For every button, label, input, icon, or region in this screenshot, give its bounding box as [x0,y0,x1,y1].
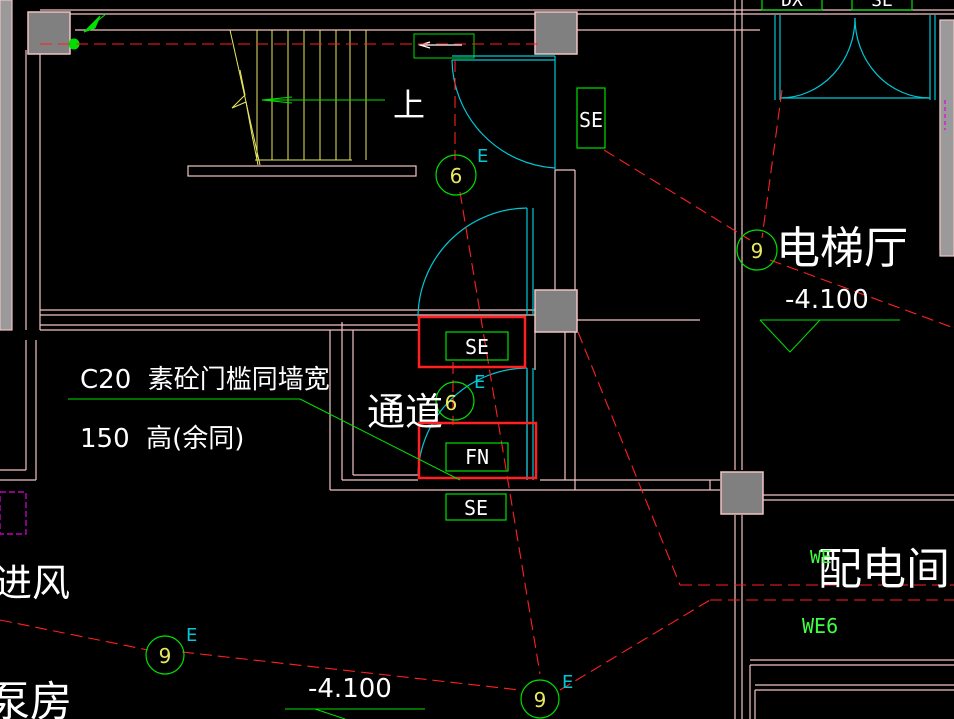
svg-text:-4.100: -4.100 [785,285,869,315]
svg-text:9: 9 [751,239,764,263]
svg-text:9: 9 [159,644,172,668]
stair-up-label: 上 [393,86,425,124]
svg-text:SE: SE [871,0,893,11]
device-fn-highlighted[interactable]: FN [417,421,538,480]
device-se-bottom[interactable]: SE [445,493,507,521]
direction-arrow-icon [417,41,462,49]
svg-text:E: E [562,672,573,693]
circuit-tag-6-lower[interactable]: 6 E [435,372,485,421]
note-leader [68,398,461,481]
svg-text:E: E [477,146,488,167]
svg-text:FN: FN [465,445,489,469]
room-label-passage: 通道 [367,390,443,434]
stair-landing [187,165,417,177]
svg-text:-4.100: -4.100 [308,674,392,704]
circuit-tag-9-pump[interactable]: 9 E [145,625,197,675]
label-we-partial: WE [810,547,832,568]
svg-text:6: 6 [445,391,458,415]
circuit-lines [0,43,954,691]
room-label-fresh-air: 进风 [0,561,70,605]
svg-text:E: E [186,625,197,646]
svg-text:6: 6 [450,164,463,188]
room-label-elevator-hall: 电梯厅 [776,223,908,274]
label-we6: WE6 [802,614,838,638]
note-line-2: 150 高(余同) [80,424,244,454]
magenta-outline [0,491,27,535]
elevation-marker-hall: -4.100 [759,285,900,353]
room-label-pump: 泵房 [0,677,72,719]
svg-text:SE: SE [464,496,488,520]
svg-text:SE: SE [465,335,489,359]
device-se-top-right[interactable]: SE [851,0,913,11]
circuit-tag-9-bottom[interactable]: 9 E [520,672,573,719]
svg-text:9: 9 [534,688,547,712]
circuit-tag-9-hall[interactable]: 9 [736,229,778,271]
circuit-tag-6-upper[interactable]: 6 E [435,146,488,196]
highlight-box-fn [417,421,538,480]
elevation-marker-pump: -4.100 [285,674,425,719]
stair-up-arrow [261,96,385,104]
svg-text:E: E [474,372,485,393]
note-line-1: C20 素砼门槛同墙宽 [80,365,330,395]
device-se-highlighted[interactable]: SE [417,315,527,369]
stair [229,29,367,166]
arrow-box [413,33,475,59]
svg-text:SE: SE [579,108,603,132]
highlight-box-se [417,315,527,369]
entry-arrow-icon [68,13,107,50]
structural-columns [27,11,764,515]
device-dx-top[interactable]: DX [761,0,823,11]
device-se-top[interactable]: SE [576,87,606,149]
svg-text:DX: DX [781,0,803,11]
room-label-distribution: 配电间 [818,544,950,595]
